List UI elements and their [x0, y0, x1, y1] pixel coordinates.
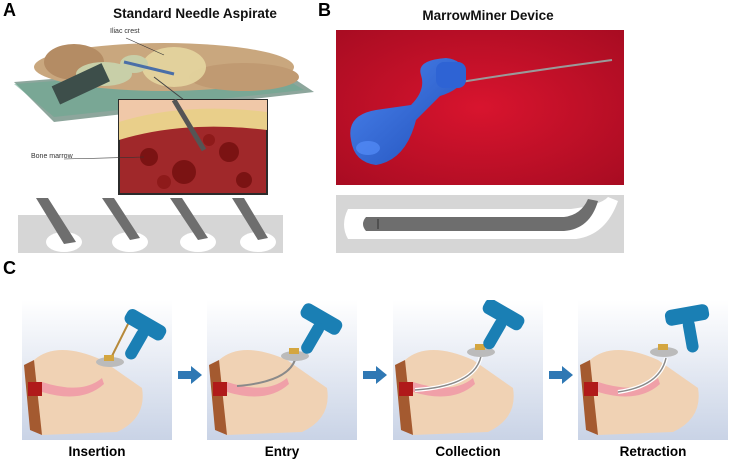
panel-a-needle-schematic	[18, 198, 283, 253]
bone-marrow-label: Bone marrow	[31, 153, 73, 160]
step-collection-illustration	[393, 300, 543, 440]
panel-b-letter: B	[318, 0, 331, 20]
panel-a-letter: A	[3, 0, 16, 20]
flow-arrow-3	[549, 366, 573, 384]
panel-a-title: Standard Needle Aspirate	[113, 6, 277, 21]
marrowminer-device-photo	[336, 30, 624, 185]
step-label-entry: Entry	[264, 444, 300, 459]
step-entry-illustration	[207, 300, 357, 440]
panel-b-title: MarrowMiner Device	[422, 8, 554, 23]
flow-arrow-2	[363, 366, 387, 384]
flow-arrow-1	[178, 366, 202, 384]
step-insertion-illustration	[22, 300, 172, 440]
step-retraction-illustration	[578, 300, 728, 440]
panel-c-letter: C	[3, 258, 16, 278]
panel-b-needle-schematic	[336, 195, 624, 253]
panel-a-illustration: Iliac crest Bone marrow	[14, 22, 314, 197]
step-label-retraction: Retraction	[619, 444, 687, 459]
step-label-collection: Collection	[435, 444, 501, 459]
iliac-crest-label: Iliac crest	[110, 28, 140, 35]
step-label-insertion: Insertion	[68, 444, 126, 459]
